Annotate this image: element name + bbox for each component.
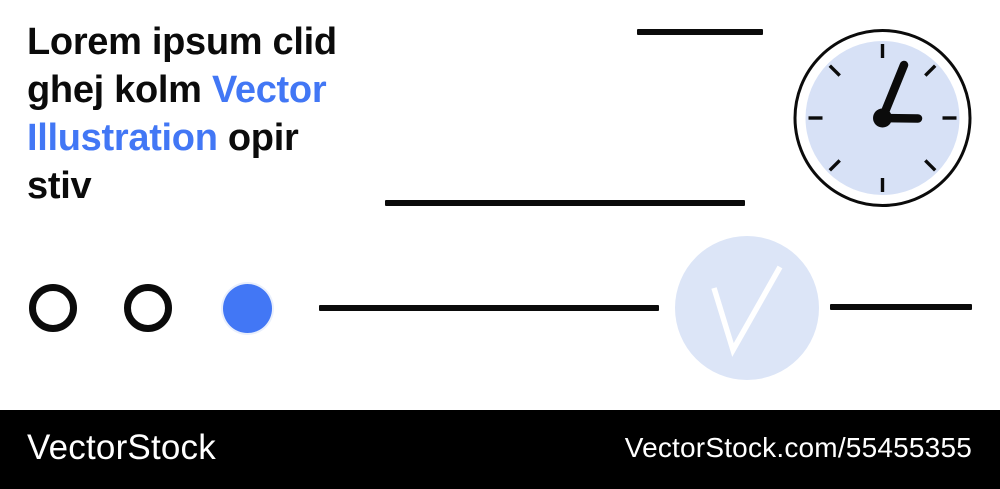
- outlined-circle-2: [124, 284, 172, 332]
- headline-line-4: stiv: [27, 162, 337, 210]
- headline-segment: ghej kolm: [27, 69, 212, 111]
- attribution-url-text: VectorStock.com/55455355: [624, 431, 972, 463]
- headline-line-1: Lorem ipsum clid: [27, 18, 337, 66]
- filled-blue-circle: [223, 284, 272, 333]
- clock-ticks: [808, 44, 957, 192]
- headline-segment-accent: Vector: [211, 69, 327, 111]
- rule-line-bottom-right: [830, 304, 972, 310]
- headline-segment-accent: Illustration: [27, 117, 218, 159]
- check-icon: [711, 265, 783, 357]
- check-circle: [675, 236, 819, 380]
- footer-watermark-bar: VectorStock VectorStock.com/55455355: [0, 410, 1000, 489]
- headline-segment: Lorem ipsum clid: [27, 21, 337, 63]
- clock-minute-hand: [878, 60, 909, 123]
- headline-segment: stiv: [27, 165, 92, 207]
- clock-center-dot: [873, 108, 892, 128]
- rule-line-middle: [385, 200, 745, 206]
- headline: Lorem ipsum clid ghej kolm Vector Illust…: [27, 18, 337, 210]
- rule-line-bottom-left: [319, 305, 659, 311]
- headline-line-3: Illustration opir: [27, 114, 337, 162]
- outlined-circle-1: [29, 284, 77, 332]
- headline-segment: opir: [217, 117, 299, 159]
- vectorstock-logo-text: VectorStock: [27, 427, 216, 467]
- rule-line-top: [637, 29, 763, 35]
- clock-icon: [787, 23, 977, 213]
- headline-line-2: ghej kolm Vector: [27, 66, 337, 114]
